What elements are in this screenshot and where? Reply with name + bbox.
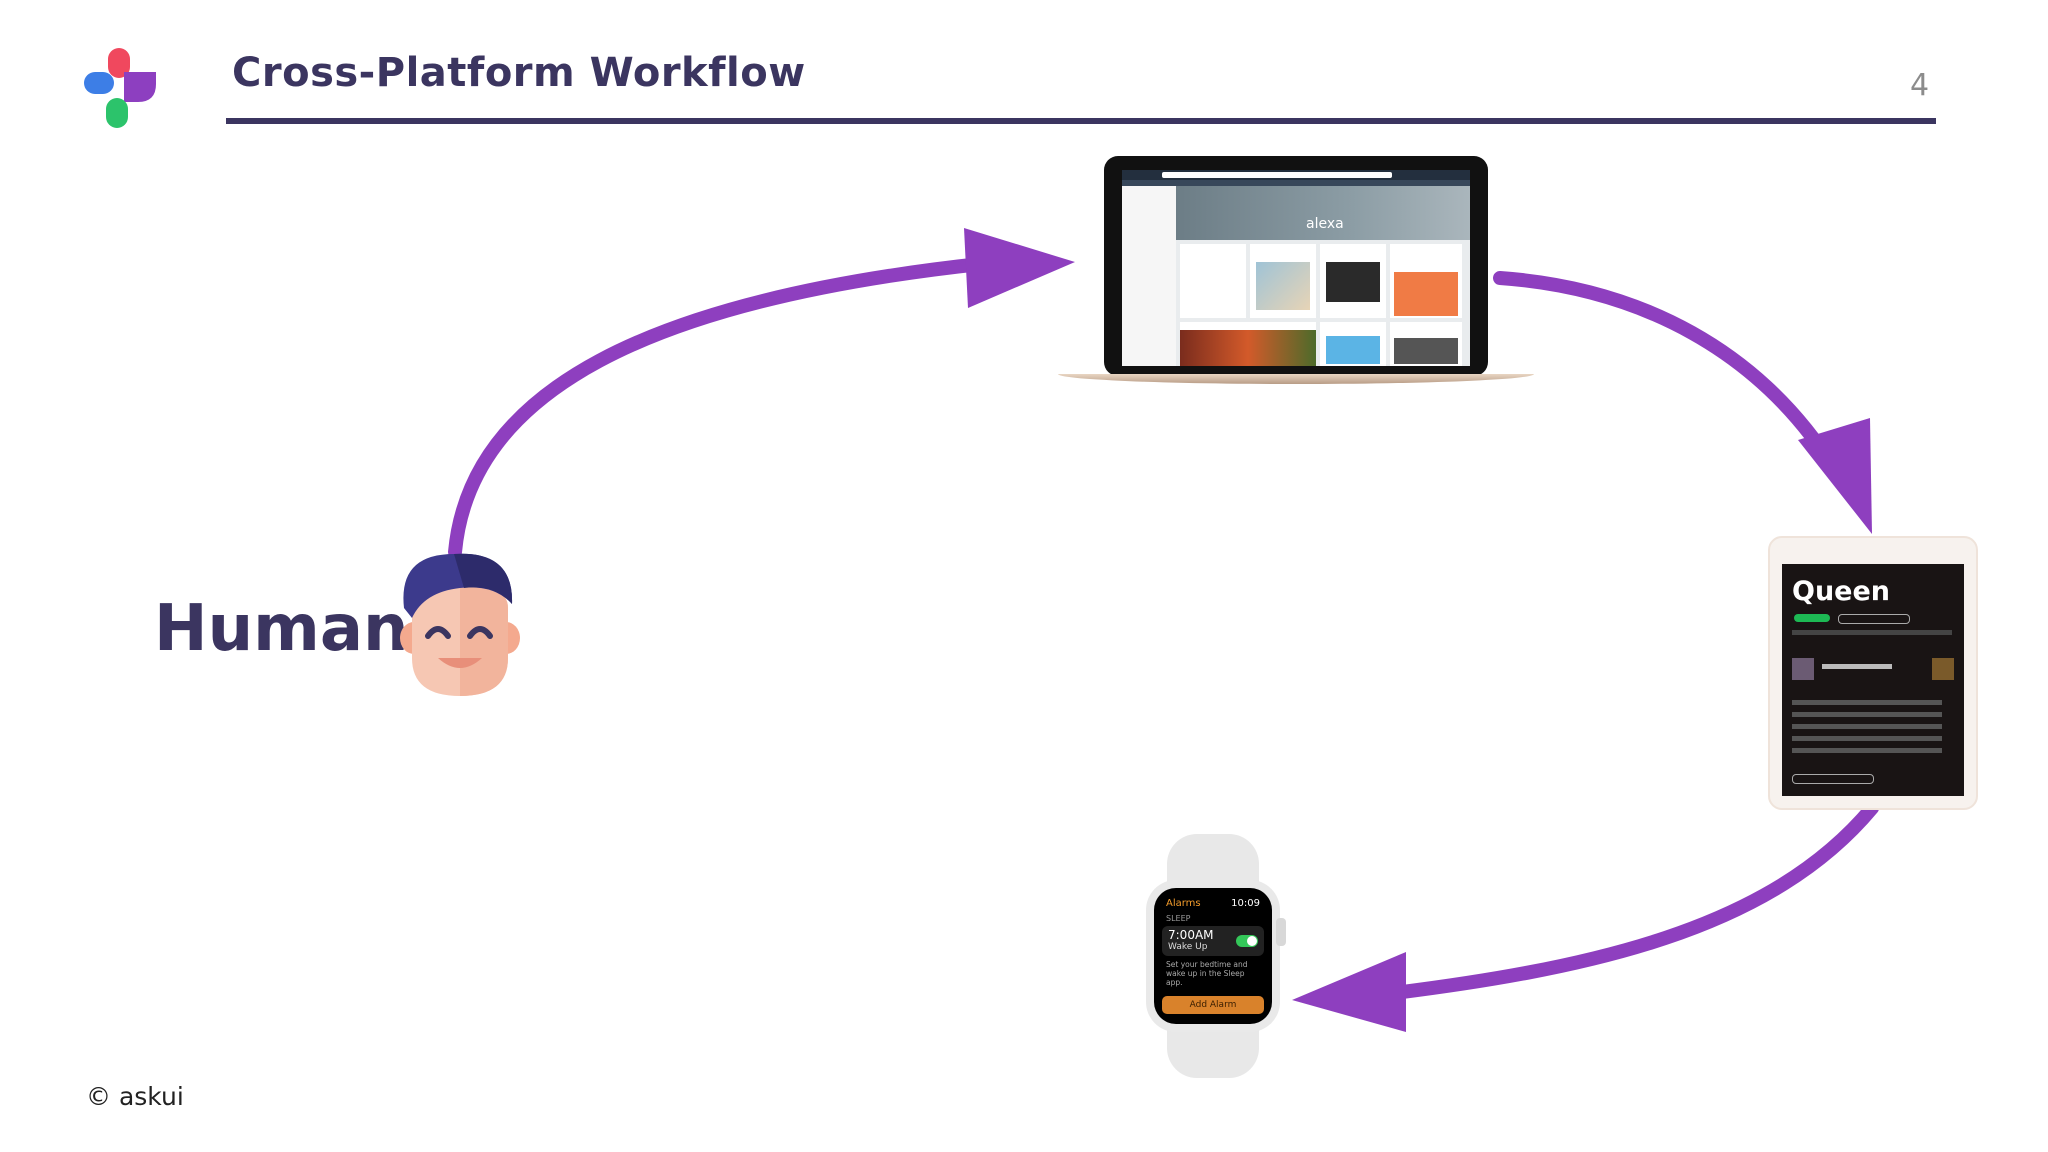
tablet-device: Queen — [1768, 536, 1978, 810]
slide-title: Cross-Platform Workflow — [232, 50, 806, 96]
search-bar — [1162, 172, 1392, 178]
watch-screen: Alarms 10:09 SLEEP 7:00AM Wake Up Set yo… — [1154, 888, 1272, 1024]
smartwatch-device: Alarms 10:09 SLEEP 7:00AM Wake Up Set yo… — [1142, 834, 1292, 1078]
watch-clock: 10:09 — [1231, 898, 1260, 909]
human-label: Human — [154, 592, 409, 666]
copyright-footer: © askui — [86, 1082, 184, 1111]
nav-bar — [1122, 180, 1470, 186]
track-row — [1792, 700, 1942, 705]
arrow-laptop-to-tablet — [1493, 271, 1842, 477]
arrow-tablet-to-watch — [1363, 801, 1879, 1003]
laptop-base — [1058, 374, 1534, 384]
artist-name: Queen — [1792, 576, 1891, 607]
watch-note: Set your bedtime and wake up in the Slee… — [1166, 960, 1248, 987]
product-card — [1390, 322, 1462, 366]
track-row — [1792, 712, 1942, 717]
tablet-screen: Queen — [1782, 564, 1964, 796]
track-row — [1792, 724, 1942, 729]
alarm-card: 7:00AM Wake Up — [1162, 926, 1264, 956]
hero-banner: alexa — [1176, 186, 1470, 240]
arrow-human-to-laptop — [448, 257, 987, 559]
product-card — [1180, 244, 1246, 318]
alarm-time: 7:00AM — [1168, 928, 1214, 942]
product-card — [1250, 244, 1316, 318]
alarm-label: Wake Up — [1168, 942, 1208, 952]
page-number: 4 — [1910, 68, 1930, 103]
watch-app-title: Alarms — [1166, 898, 1201, 909]
release-title — [1822, 664, 1892, 669]
hero-text: alexa — [1306, 216, 1344, 232]
video-card — [1180, 322, 1316, 366]
title-underline — [226, 118, 1936, 124]
product-card — [1320, 244, 1386, 318]
askui-logo-icon — [84, 48, 156, 128]
side-panel — [1122, 186, 1176, 366]
product-card — [1320, 322, 1386, 366]
album-cover-icon — [1932, 658, 1954, 680]
laptop-screen: alexa — [1122, 170, 1470, 366]
track-row — [1792, 748, 1942, 753]
arrowhead-watch — [1292, 952, 1406, 1032]
smiling-person-avatar-icon — [400, 553, 520, 696]
arrowhead-laptop — [964, 228, 1075, 308]
add-alarm-button: Add Alarm — [1162, 996, 1264, 1014]
product-card — [1390, 244, 1462, 318]
album-cover-icon — [1792, 658, 1814, 680]
follow-button — [1838, 614, 1910, 624]
arrowhead-tablet — [1798, 418, 1872, 534]
watch-section-label: SLEEP — [1166, 914, 1191, 923]
alarm-toggle — [1236, 935, 1258, 947]
play-button — [1794, 614, 1830, 622]
track-row — [1792, 736, 1942, 741]
laptop-device: alexa — [1058, 156, 1534, 384]
tab-row — [1792, 630, 1952, 635]
browser-topbar — [1122, 170, 1470, 180]
show-more-button — [1792, 774, 1874, 784]
watch-crown — [1276, 918, 1286, 946]
